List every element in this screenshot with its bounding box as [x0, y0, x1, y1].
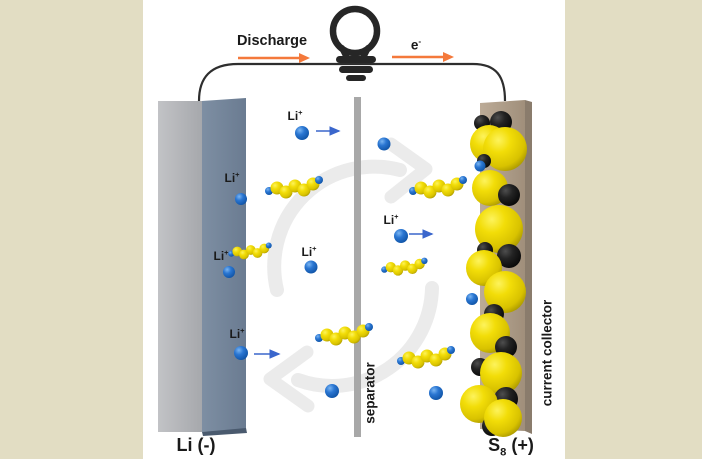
discharge-arrow: [238, 53, 310, 63]
sulfur-carbon-cathode: [460, 111, 527, 437]
lithium-ion-dot: [235, 193, 247, 205]
lithium-ion-dot: [394, 229, 408, 243]
lithium-ion-dot: [377, 137, 391, 151]
ion-path-arrows: [254, 126, 434, 359]
li-ion-label: Li+: [229, 326, 245, 341]
light-bulb-icon: [329, 5, 381, 81]
current-collector-label: current collector: [539, 299, 555, 407]
polysulfide-chain: [381, 257, 428, 276]
lithium-ion-dot: [234, 346, 248, 360]
lithium-ion-dots: [223, 126, 443, 400]
lithium-ion-dot: [429, 386, 443, 400]
anode-label: Li (-): [176, 435, 216, 455]
lithium-ion-dot: [325, 384, 339, 398]
li-ion-label: Li+: [383, 212, 399, 227]
separator-membrane: [354, 97, 361, 437]
cathode-label: S8 (+): [488, 435, 534, 459]
electron-label: e-: [410, 35, 422, 53]
li-ion-label: Li+: [224, 170, 240, 185]
lithium-anode: [158, 98, 247, 436]
redox-cycle-arrow-bottom: [263, 281, 439, 413]
polysulfide-chains: [228, 176, 467, 369]
lithium-ion-dot: [223, 266, 235, 278]
discharge-label: Discharge: [236, 32, 308, 49]
separator-label: separator: [362, 362, 378, 424]
li-ion-label: Li+: [301, 244, 317, 259]
electron-flow-arrow: [392, 52, 454, 62]
lithium-ion-dot: [295, 126, 309, 140]
li-ion-label: Li+: [213, 248, 229, 263]
circuit-wire: [197, 62, 507, 102]
li-ion-label: Li+: [287, 108, 303, 123]
lithium-ion-dot: [304, 260, 318, 274]
polysulfide-chain: [315, 323, 373, 346]
